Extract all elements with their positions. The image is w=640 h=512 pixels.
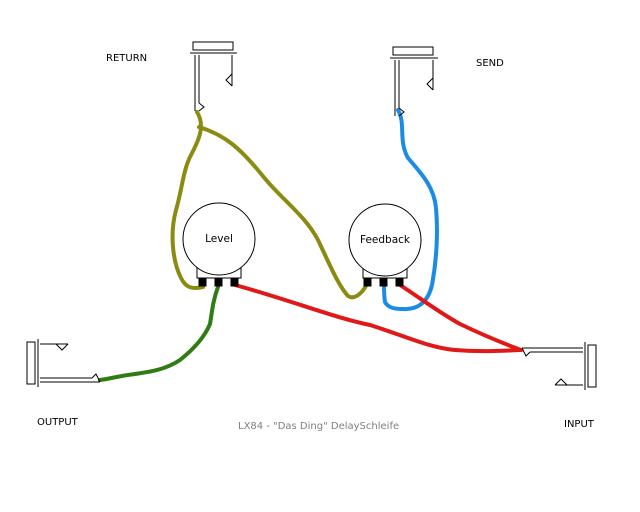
- return-jack: [190, 41, 237, 112]
- input-jack: [521, 342, 597, 390]
- diagram-caption: LX84 - "Das Ding" DelaySchleife: [238, 421, 399, 432]
- send-label: SEND: [476, 58, 504, 69]
- wire-level-to-input: [233, 283, 523, 354]
- wire-feedback-to-input: [398, 283, 523, 352]
- level-pot-label: Level: [205, 233, 233, 245]
- wire-level-to-output: [98, 285, 220, 382]
- output-jack-nut: [26, 341, 36, 385]
- send-jack: [390, 46, 438, 117]
- send-jack-nut: [392, 46, 434, 56]
- input-label: INPUT: [564, 419, 595, 430]
- output-jack: [26, 339, 101, 387]
- level-pot-lug-mid: [214, 278, 223, 287]
- feedback-pot-label: Feedback: [360, 234, 411, 246]
- output-label: OUTPUT: [37, 417, 79, 428]
- wire-send-to-feedback: [382, 108, 439, 312]
- feedback-pot-lug-left: [363, 278, 372, 287]
- level-pot-lug-left: [198, 278, 207, 287]
- return-label: RETURN: [106, 53, 147, 64]
- wire-return-to-level: [170, 110, 205, 290]
- feedback-pot-knob: [348, 203, 422, 277]
- input-jack-nut: [587, 344, 597, 388]
- feedback-pot-lug-right: [395, 278, 404, 287]
- return-jack-nut: [192, 41, 234, 51]
- wires: [98, 108, 523, 382]
- wire-return-to-feedback: [197, 125, 369, 300]
- level-pot-knob: [182, 202, 256, 276]
- level-pot: Level: [182, 202, 256, 287]
- feedback-pot: Feedback: [348, 203, 422, 287]
- level-pot-lug-right: [230, 278, 239, 287]
- feedback-pot-lug-mid: [379, 278, 388, 287]
